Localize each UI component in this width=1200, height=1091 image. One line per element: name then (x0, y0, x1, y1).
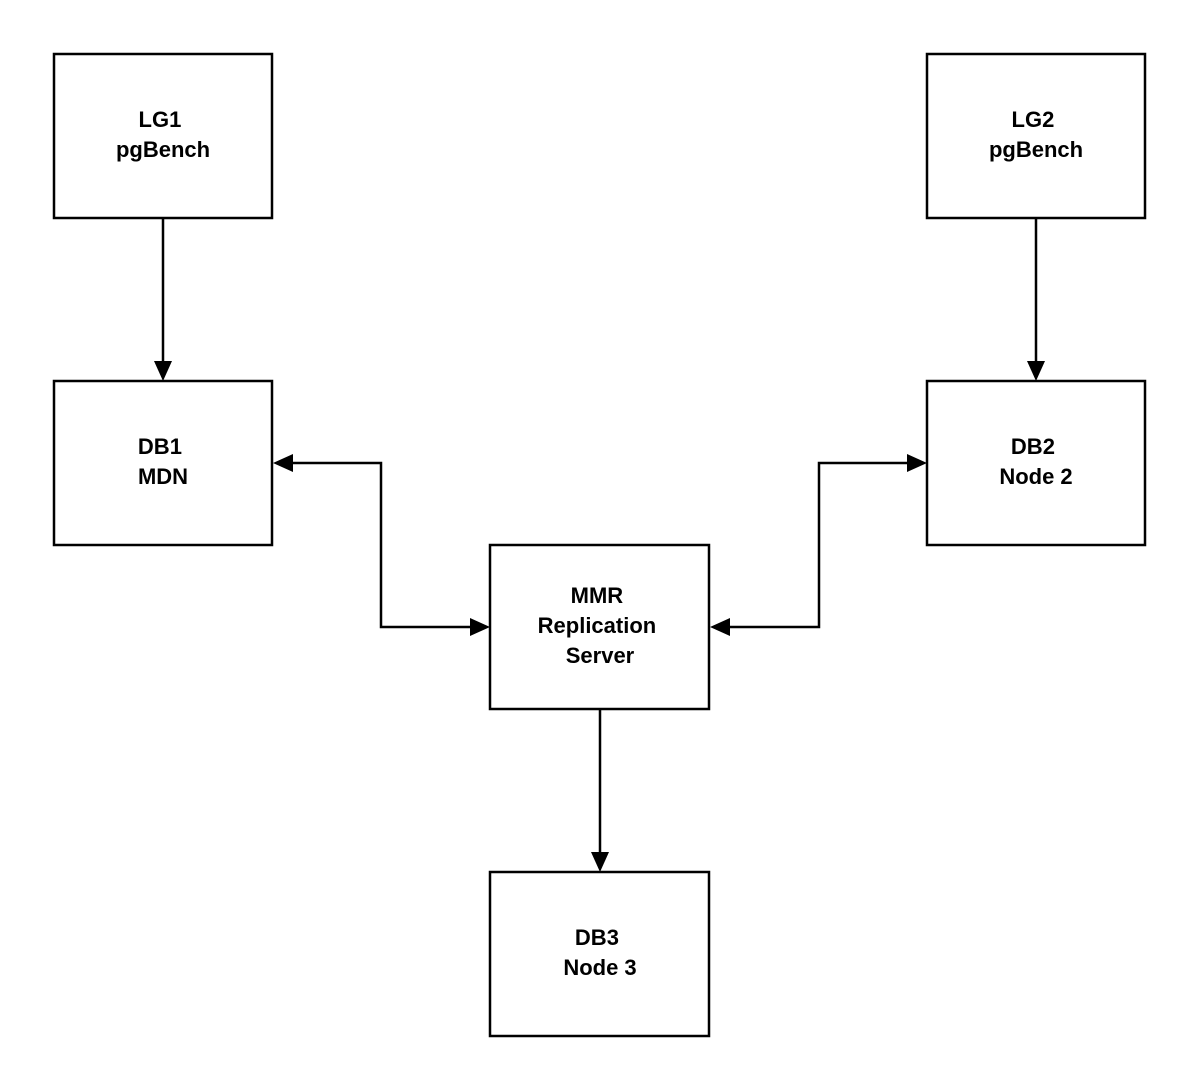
arrowhead-db1-right (273, 454, 293, 472)
node-lg1: LG1 pgBench (52, 52, 274, 220)
node-db2-label: DB2 Node 2 (999, 434, 1072, 489)
node-lg1-label: LG1 pgBench (116, 107, 210, 162)
node-lg2-box (925, 52, 1147, 220)
node-db3-box (488, 870, 711, 1038)
edge-db1-mmr (292, 461, 471, 629)
node-lg1-line2: pgBench (116, 137, 210, 162)
node-db1-label: DB1 MDN (138, 434, 188, 489)
node-mmr-box (488, 543, 711, 711)
arrowhead-mmr-left (470, 618, 490, 636)
node-lg1-box (52, 52, 274, 220)
node-mmr-label: MMR Replication Server (538, 583, 663, 668)
node-db1-box (52, 379, 274, 547)
node-db3-line2: Node 3 (563, 955, 636, 980)
node-db3-line1: DB3 (575, 925, 619, 950)
edge-db2-mmr (729, 461, 908, 629)
node-db2-box (925, 379, 1147, 547)
node-db1: DB1 MDN (52, 379, 274, 547)
node-db3: DB3 Node 3 (488, 870, 711, 1038)
node-db1-line2: MDN (138, 464, 188, 489)
node-lg1-line1: LG1 (139, 107, 182, 132)
node-db1-line1: DB1 (138, 434, 182, 459)
node-mmr-line3: Server (566, 643, 635, 668)
node-lg2: LG2 pgBench (925, 52, 1147, 220)
node-mmr: MMR Replication Server (488, 543, 711, 711)
node-db2-line2: Node 2 (999, 464, 1072, 489)
arrowhead-db2-top (1027, 361, 1045, 381)
node-mmr-line1: MMR (571, 583, 624, 608)
arrowhead-db3-top (591, 852, 609, 872)
node-lg2-label: LG2 pgBench (989, 107, 1083, 162)
node-db2: DB2 Node 2 (925, 379, 1147, 547)
node-db2-line1: DB2 (1011, 434, 1055, 459)
node-lg2-line1: LG2 (1012, 107, 1055, 132)
node-mmr-line2: Replication (538, 613, 657, 638)
arrowhead-db2-left (907, 454, 927, 472)
edges (154, 218, 1045, 872)
arrowhead-db1-top (154, 361, 172, 381)
arrowhead-mmr-right (710, 618, 730, 636)
node-db3-label: DB3 Node 3 (563, 925, 636, 980)
node-lg2-line2: pgBench (989, 137, 1083, 162)
